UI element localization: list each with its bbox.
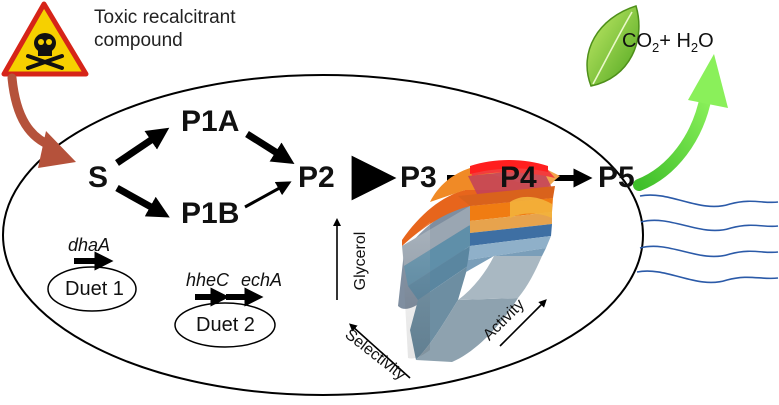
o-text: O [698,30,714,52]
plasmid-duet-1 [47,251,137,312]
h2o-subscript: 2 [690,40,699,55]
entry-arrow [7,73,76,168]
node-p2: P2 [298,161,335,194]
gene-hheC: hheC [186,270,230,290]
exit-arrow [633,54,728,191]
flagella [636,194,779,284]
plasmid-duet-2-label: Duet 2 [196,314,255,336]
plasmid-duet-1-label: Duet 1 [65,278,124,300]
axis-selectivity [349,323,411,379]
node-p3: P3 [400,161,437,194]
gene-echA: echA [241,270,283,290]
axis-activity [499,299,547,347]
fitness-landscape [398,160,560,362]
node-p1a: P1A [181,105,240,138]
co2-text: CO [622,30,652,52]
node-p5: P5 [598,161,635,194]
co2-subscript: 2 [652,40,660,55]
arrow-p1a-p2 [245,131,295,164]
gene-dhaA: dhaA [68,235,111,255]
plus-h-text: + H [659,30,691,52]
node-p4: P4 [500,161,537,194]
leaf-icon [586,5,640,87]
plasmid-duet-2 [174,287,276,348]
landscape-axes [333,218,547,379]
toxic-compound-label-line2: compound [94,30,183,51]
node-s: S [88,161,109,194]
axis-label-glycerol: Glycerol [352,231,369,291]
arrow-s-p1a [115,127,170,166]
arrow-s-p1b [115,184,170,218]
toxic-compound-label-line1: Toxic recalcitrant [94,7,236,28]
hazard-skull-icon [1,1,89,77]
cell-membrane [2,74,644,396]
products-label: CO2+ H2O [622,30,714,59]
arrow-p1b-p2 [244,181,292,209]
node-p1b: P1B [181,197,240,230]
